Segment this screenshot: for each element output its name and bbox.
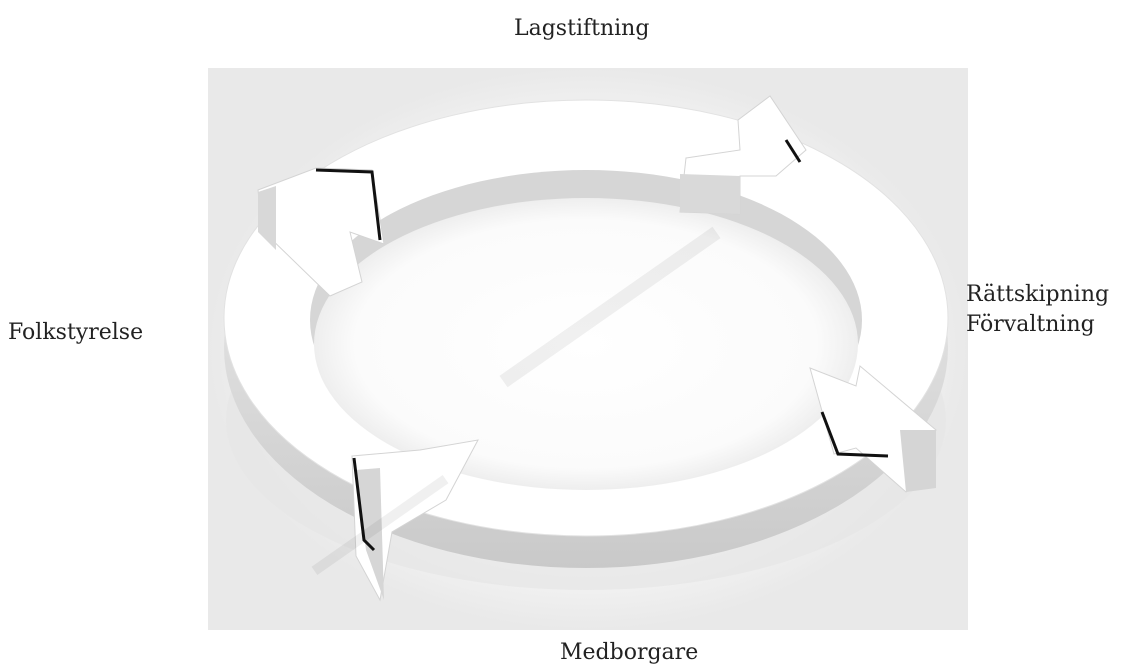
label-forvaltning: Förvaltning xyxy=(966,312,1095,337)
arrow-divider-bottom-left xyxy=(351,439,479,602)
label-lagstiftning: Lagstiftning xyxy=(514,16,650,41)
label-rattskipning: Rättskipning xyxy=(966,282,1110,307)
label-folkstyrelse: Folkstyrelse xyxy=(8,320,144,345)
label-medborgare: Medborgare xyxy=(560,640,699,665)
ring-inner-hole xyxy=(314,198,858,490)
watermark-pattern xyxy=(311,226,721,575)
arrow-divider-top-right xyxy=(679,95,807,215)
arrow-divider-bottom-right xyxy=(809,365,937,493)
label-right-group: Rättskipning Förvaltning xyxy=(966,280,1109,340)
arrow-divider-top-left xyxy=(257,167,385,297)
